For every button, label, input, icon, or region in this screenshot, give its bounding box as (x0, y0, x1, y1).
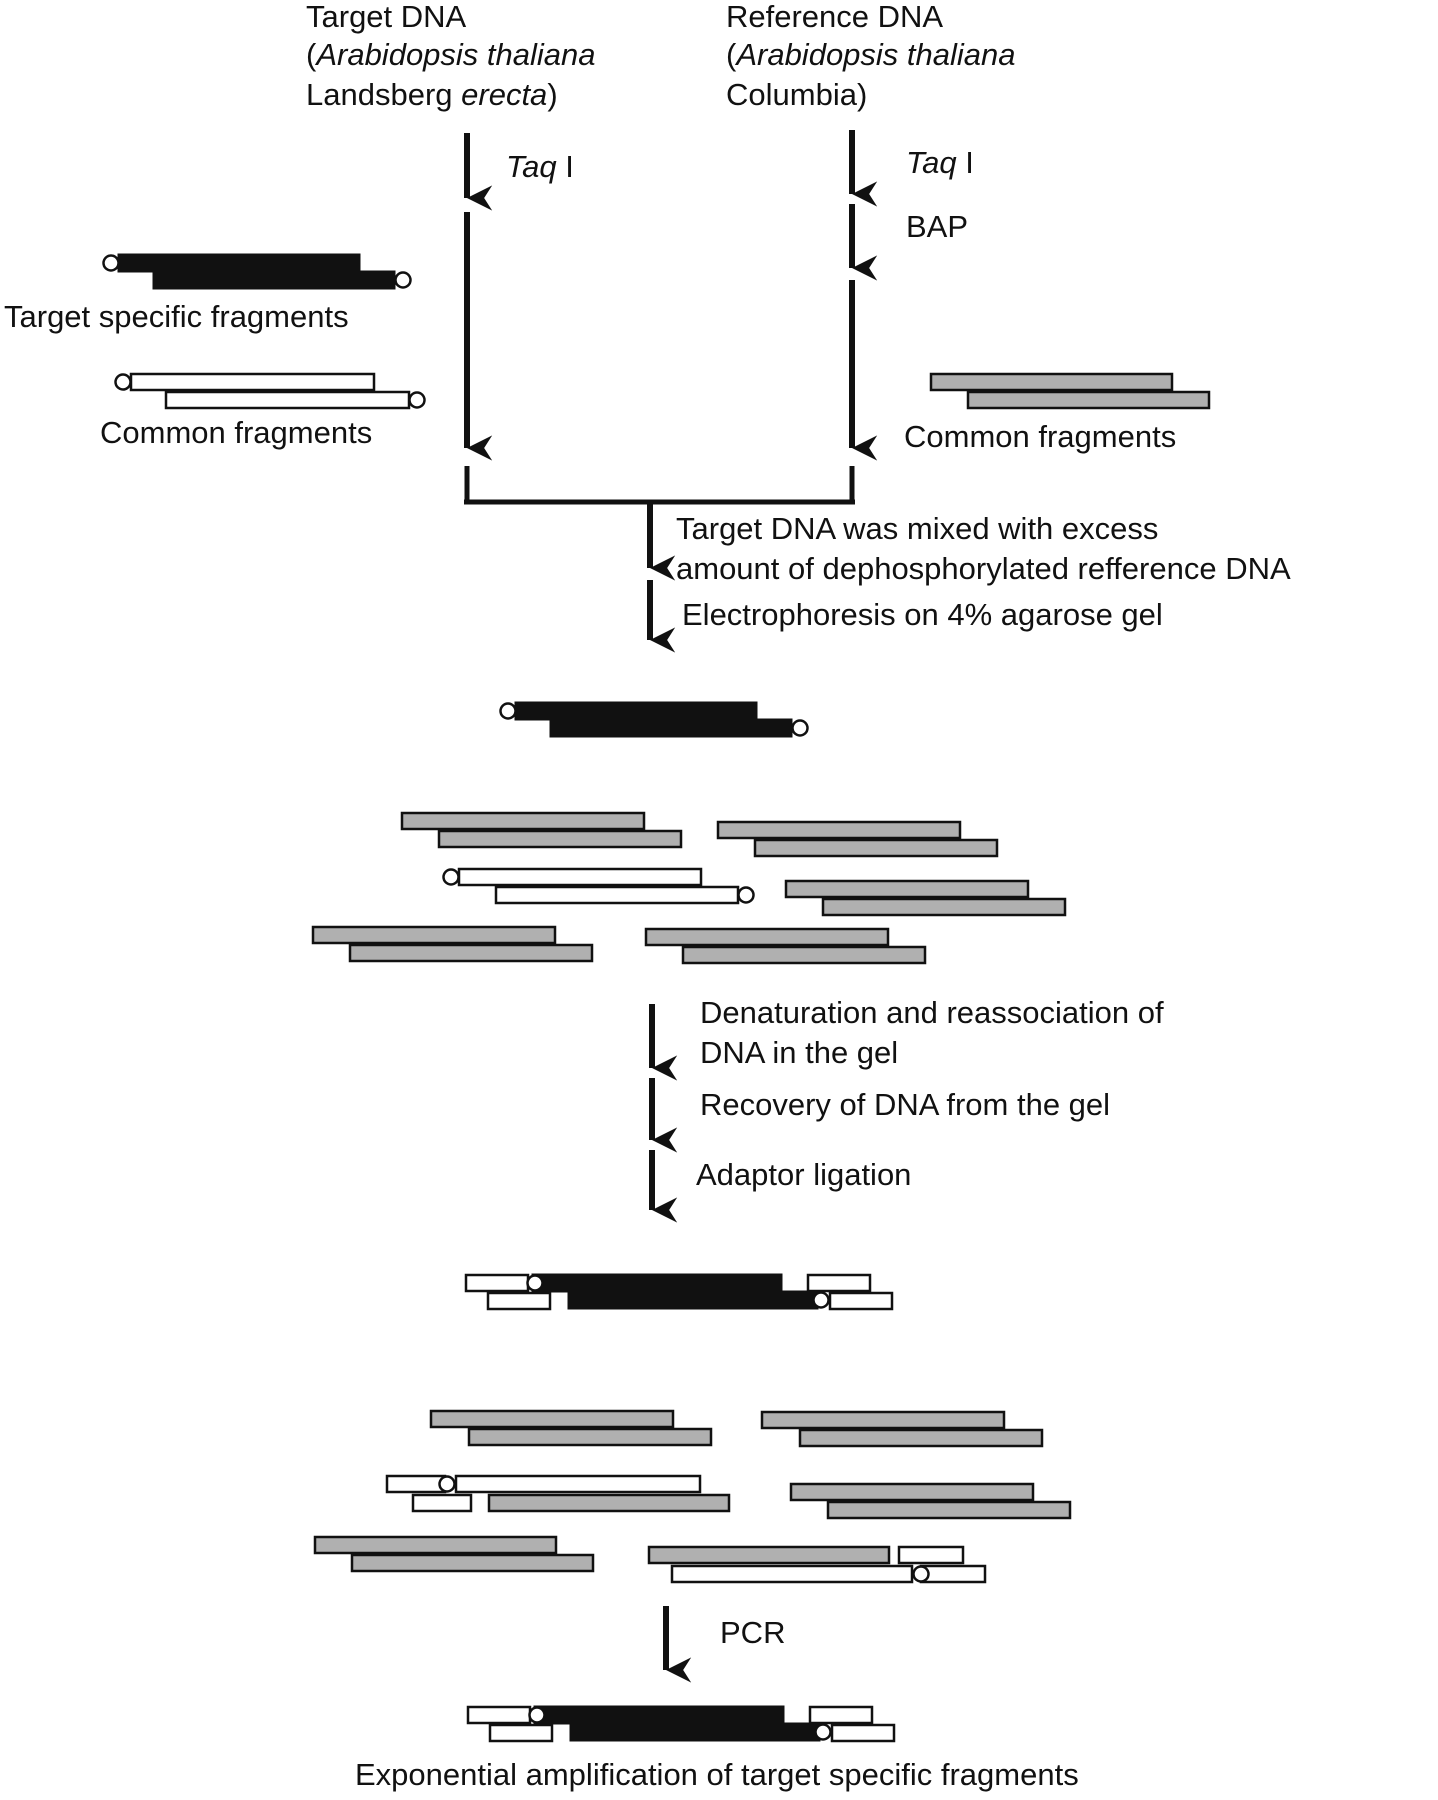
ligated-target-fragment-insert-bottom (567, 1290, 819, 1310)
target-specific-fragments-label: Target specific fragments (4, 299, 349, 334)
reference-common-fragments-label: Common fragments (904, 419, 1177, 454)
ligated-target-fragment-adaptor-top-left (464, 1273, 530, 1293)
ligated-common-fragment-bottom (670, 1564, 914, 1584)
denaturation-step-line1: Denaturation and reassociation of (700, 995, 1164, 1030)
target-common-fragment-phosphate-right (408, 391, 426, 409)
reference-enzyme-label: Taq I (906, 145, 974, 180)
target-common-fragment-bottom-strand (164, 390, 411, 410)
gel-target-specific-fragment-phosphate-right (791, 719, 809, 737)
gel-ref-fragment-2-bottom-strand (753, 838, 999, 858)
amplified-target-fragment-adaptor-bottom-left (488, 1723, 554, 1743)
ligated-target-fragment-junction-left (526, 1274, 544, 1292)
ligated-common-adaptor-top (385, 1474, 447, 1494)
gel-ref-fragment-1-bottom-strand (437, 829, 683, 849)
gel-target-specific-fragment-top-strand (514, 701, 758, 721)
gel-ref-fragment-4-top-strand (311, 925, 557, 945)
gel-ref-fragment-5-top-strand (644, 927, 890, 947)
ligated-target-fragment-adaptor-bottom-left (486, 1291, 552, 1311)
target-specific-fragment-phosphate-left (102, 254, 120, 272)
amplified-target-fragment-adaptor-top-right (808, 1705, 874, 1725)
target-specific-fragment-top-strand (117, 253, 361, 273)
ligated-target-fragment-junction-right (812, 1291, 830, 1309)
ligated-target-fragment-insert-top (531, 1273, 783, 1293)
gel-ref-fragment-2-top-strand (716, 820, 962, 840)
gel-target-specific-fragment-bottom-strand (549, 718, 793, 738)
result-label: Exponential amplification of target spec… (355, 1757, 1079, 1792)
ligation-ref-fragment-5-bottom-strand (350, 1553, 595, 1573)
gel-common-fragment-top-strand (457, 867, 703, 887)
ligated-common-adaptor-bottom (411, 1493, 473, 1513)
mix-step-line1: Target DNA was mixed with excess (676, 511, 1159, 546)
ligation-ref-fragment-2-bottom-strand (798, 1428, 1044, 1448)
ligation-ref-fragment-1-top-strand (429, 1409, 675, 1429)
denaturation-step-line2: DNA in the gel (700, 1035, 899, 1070)
mix-step-line2: amount of dephosphorylated refference DN… (676, 551, 1291, 586)
target-common-fragments-label: Common fragments (100, 415, 373, 450)
target-dna-species: (Arabidopsis thaliana (306, 37, 596, 72)
electrophoresis-step: Electrophoresis on 4% agarose gel (682, 597, 1163, 632)
ligation-ref-fragment-5-top-strand (313, 1535, 558, 1555)
adaptor-ligation-step: Adaptor ligation (696, 1157, 912, 1192)
reference-bap-label: BAP (906, 209, 969, 244)
target-dna-ecotype: Landsberg erecta) (306, 77, 558, 112)
ligated-common-adaptor-top-right (897, 1545, 965, 1565)
ligated-target-fragment-adaptor-bottom-right (828, 1291, 894, 1311)
amplified-target-fragment-adaptor-bottom-right (830, 1723, 896, 1743)
target-dna-title: Target DNA (306, 0, 467, 34)
ligated-common-adaptor-bottom-right (919, 1564, 987, 1584)
ligation-ref-fragment-1-bottom-strand (467, 1427, 713, 1447)
target-specific-fragment-phosphate-right (394, 271, 412, 289)
gel-common-fragment-phosphate-left (442, 868, 460, 886)
reference-dna-species: (Arabidopsis thaliana (726, 37, 1016, 72)
amplified-target-fragment-insert-bottom (569, 1722, 821, 1742)
reference-common-fragment-bottom-strand (966, 390, 1211, 410)
gel-ref-fragment-3-bottom-strand (821, 897, 1067, 917)
ligated-common-junction (438, 1475, 456, 1493)
ligation-ref-fragment-2-top-strand (760, 1410, 1006, 1430)
reference-common-fragment-top-strand (929, 372, 1174, 392)
pcr-step: PCR (720, 1615, 786, 1650)
recovery-step: Recovery of DNA from the gel (700, 1087, 1111, 1122)
ligated-common-junction-right (912, 1565, 930, 1583)
gel-target-specific-fragment-phosphate-left (499, 702, 517, 720)
ligated-target-fragment-adaptor-top-right (806, 1273, 872, 1293)
ligated-common-fragment-top (454, 1474, 702, 1494)
ligation-ref-fragment-4-bottom-strand (826, 1500, 1072, 1520)
amplified-target-fragment-adaptor-top-left (466, 1705, 532, 1725)
reference-dna-ecotype: Columbia) (726, 77, 868, 112)
ligation-ref-fragment-4-top-strand (789, 1482, 1035, 1502)
gel-ref-fragment-3-top-strand (784, 879, 1030, 899)
amplified-target-fragment-junction-right (814, 1723, 832, 1741)
amplified-target-fragment-junction-left (528, 1706, 546, 1724)
reference-dna-title: Reference DNA (726, 0, 944, 34)
gel-ref-fragment-5-bottom-strand (681, 945, 927, 965)
target-specific-fragment-bottom-strand (152, 270, 396, 290)
gel-ref-fragment-4-bottom-strand (348, 943, 594, 963)
target-common-fragment-phosphate-left (114, 373, 132, 391)
gel-common-fragment-bottom-strand (494, 885, 740, 905)
target-common-fragment-top-strand (129, 372, 376, 392)
ligation-ref-fragment-3 (487, 1493, 731, 1513)
target-enzyme-label: Taq I (506, 149, 574, 184)
gel-ref-fragment-1-top-strand (400, 811, 646, 831)
gel-common-fragment-phosphate-right (737, 886, 755, 904)
amplified-target-fragment-insert-top (533, 1705, 785, 1725)
ligation-ref-fragment-6 (647, 1545, 891, 1565)
